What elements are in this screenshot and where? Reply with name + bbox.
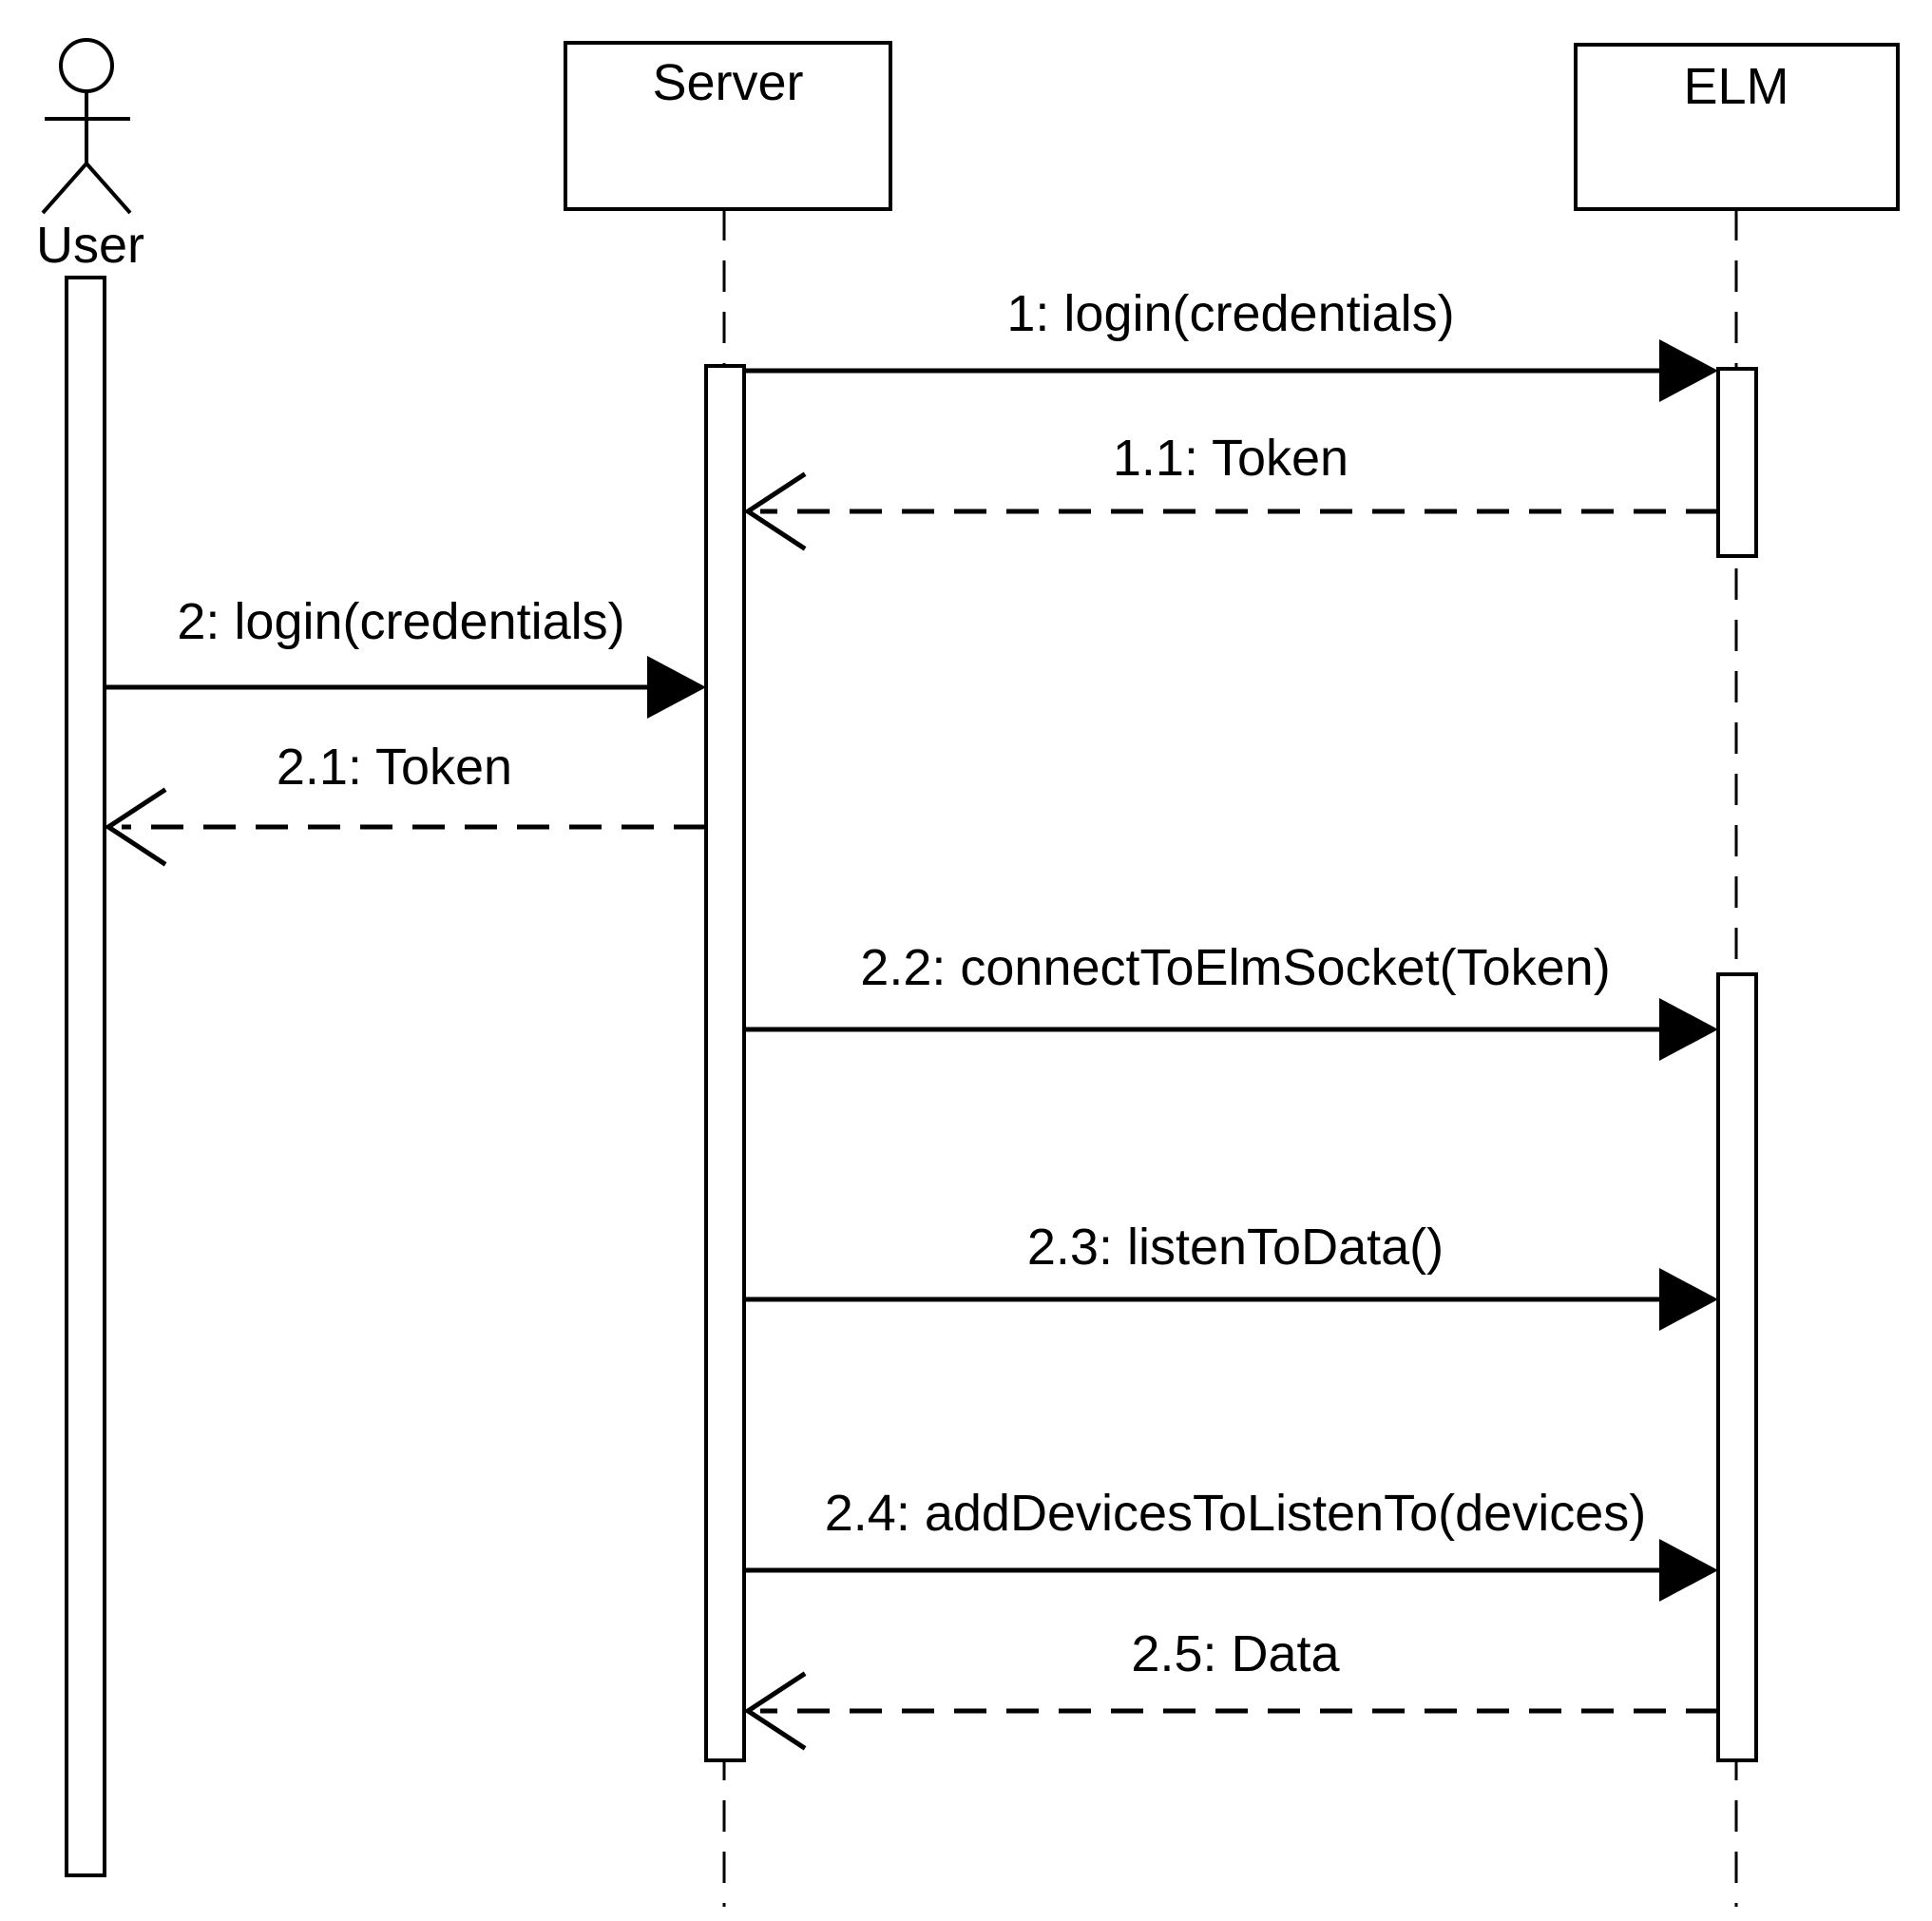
user-actor-icon xyxy=(41,38,132,215)
user-actor-label: User xyxy=(35,217,145,274)
server-activation-bar xyxy=(704,364,746,1762)
message-1-1-label: 1.1: Token xyxy=(1112,430,1349,487)
message-2-4-arrow xyxy=(744,1539,1718,1602)
server-box-label: Server xyxy=(652,54,804,111)
elm-box-label: ELM xyxy=(1683,58,1789,115)
message-2-4-label: 2.4: addDevicesToListenTo(devices) xyxy=(824,1485,1647,1542)
message-2-1-label: 2.1: Token xyxy=(276,739,513,796)
elm-box xyxy=(1574,43,1900,211)
message-2-5-label: 2.5: Data xyxy=(1131,1625,1340,1682)
elm-activation-bar-2 xyxy=(1716,972,1758,1762)
server-box xyxy=(564,41,892,211)
message-2-2-label: 2.2: connectToElmSocket(Token) xyxy=(860,939,1611,996)
message-2-3-arrow xyxy=(744,1268,1718,1331)
message-2-5-arrow xyxy=(743,1671,1718,1751)
message-1-label: 1: login(credentials) xyxy=(1006,285,1455,342)
elm-activation-bar-1 xyxy=(1716,367,1758,558)
message-2-2-arrow xyxy=(744,998,1718,1061)
message-2-1-arrow xyxy=(104,787,706,867)
message-2-label: 2: login(credentials) xyxy=(177,593,625,650)
message-1-arrow xyxy=(744,339,1718,402)
message-2-3-label: 2.3: listenToData() xyxy=(1026,1219,1444,1276)
message-2-arrow xyxy=(105,656,706,719)
user-activation-bar xyxy=(65,276,106,1877)
message-1-1-arrow xyxy=(743,471,1718,551)
